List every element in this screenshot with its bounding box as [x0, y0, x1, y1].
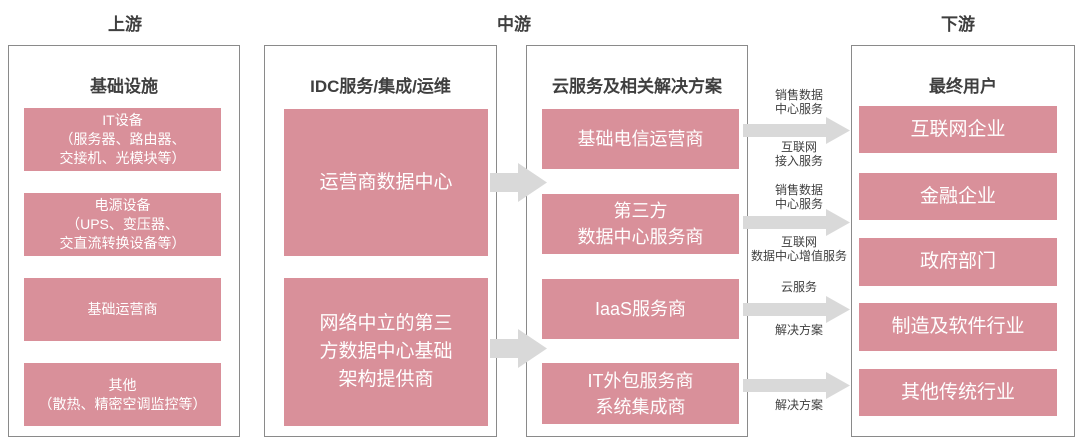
- panel-cloud-solutions-header: 云服务及相关解决方案: [552, 77, 722, 96]
- panel-end-users-header: 最终用户: [929, 77, 997, 96]
- panel-infrastructure: 基础设施 IT设备 （服务器、路由器、 交接机、光模块等） 电源设备 （UPS、…: [8, 45, 240, 437]
- box-internet-companies: 互联网企业: [859, 106, 1057, 153]
- panel-infrastructure-header: 基础设施: [90, 77, 158, 96]
- box-iaas-providers: IaaS服务商: [542, 279, 739, 339]
- flow-arrow-right-icon: [743, 209, 850, 236]
- big-arrow-right-icon: [490, 163, 547, 202]
- flow-arrow-right-icon: [743, 117, 850, 144]
- stage-label-downstream: 下游: [941, 15, 975, 34]
- box-carrier-data-center: 运营商数据中心: [284, 109, 488, 256]
- panel-end-users: 最终用户 互联网企业 金融企业 政府部门 制造及软件行业 其他传统行业: [851, 45, 1075, 437]
- box-manufacturing-software: 制造及软件行业: [859, 303, 1057, 351]
- box-financial-companies: 金融企业: [859, 173, 1057, 220]
- panel-idc-services: IDC服务/集成/运维 运营商数据中心 网络中立的第三 方数据中心基础 架构提供…: [264, 45, 497, 437]
- box-basic-operators: 基础运营商: [24, 278, 221, 341]
- box-other-traditional: 其他传统行业: [859, 369, 1057, 416]
- flow-label-sell-dc-services-2: 销售数据 中心服务: [774, 183, 823, 211]
- flow-label-internet-access: 互联网 接入服务: [774, 140, 823, 168]
- flow-label-sell-dc-services-1: 销售数据 中心服务: [774, 88, 823, 116]
- box-third-party-dc-providers: 第三方 数据中心服务商: [542, 194, 739, 254]
- box-government: 政府部门: [859, 238, 1057, 286]
- box-it-equipment: IT设备 （服务器、路由器、 交接机、光模块等）: [24, 108, 221, 171]
- flow-label-solutions-2: 解决方案: [774, 398, 823, 412]
- box-it-outsourcing-si: IT外包服务商 系统集成商: [542, 363, 739, 424]
- flow-arrow-right-icon: [743, 372, 850, 399]
- panel-idc-services-header: IDC服务/集成/运维: [310, 77, 451, 96]
- box-power-equipment: 电源设备 （UPS、变压器、 交直流转换设备等）: [24, 193, 221, 256]
- box-other-cooling: 其他 （散热、精密空调监控等）: [24, 363, 221, 426]
- panel-cloud-solutions: 云服务及相关解决方案 基础电信运营商 第三方 数据中心服务商 IaaS服务商 I…: [526, 45, 748, 437]
- flow-arrow-right-icon: [743, 296, 850, 323]
- flow-label-cloud-services: 云服务: [780, 280, 817, 294]
- stage-label-midstream: 中游: [497, 15, 531, 34]
- flow-label-idc-value-added: 互联网 数据中心增值服务: [750, 235, 847, 263]
- stage-label-upstream: 上游: [108, 15, 142, 34]
- flow-label-solutions-1: 解决方案: [774, 323, 823, 337]
- box-basic-telecom-operators: 基础电信运营商: [542, 109, 739, 169]
- box-neutral-third-party-idc: 网络中立的第三 方数据中心基础 架构提供商: [284, 278, 488, 426]
- big-arrow-right-icon: [490, 329, 547, 368]
